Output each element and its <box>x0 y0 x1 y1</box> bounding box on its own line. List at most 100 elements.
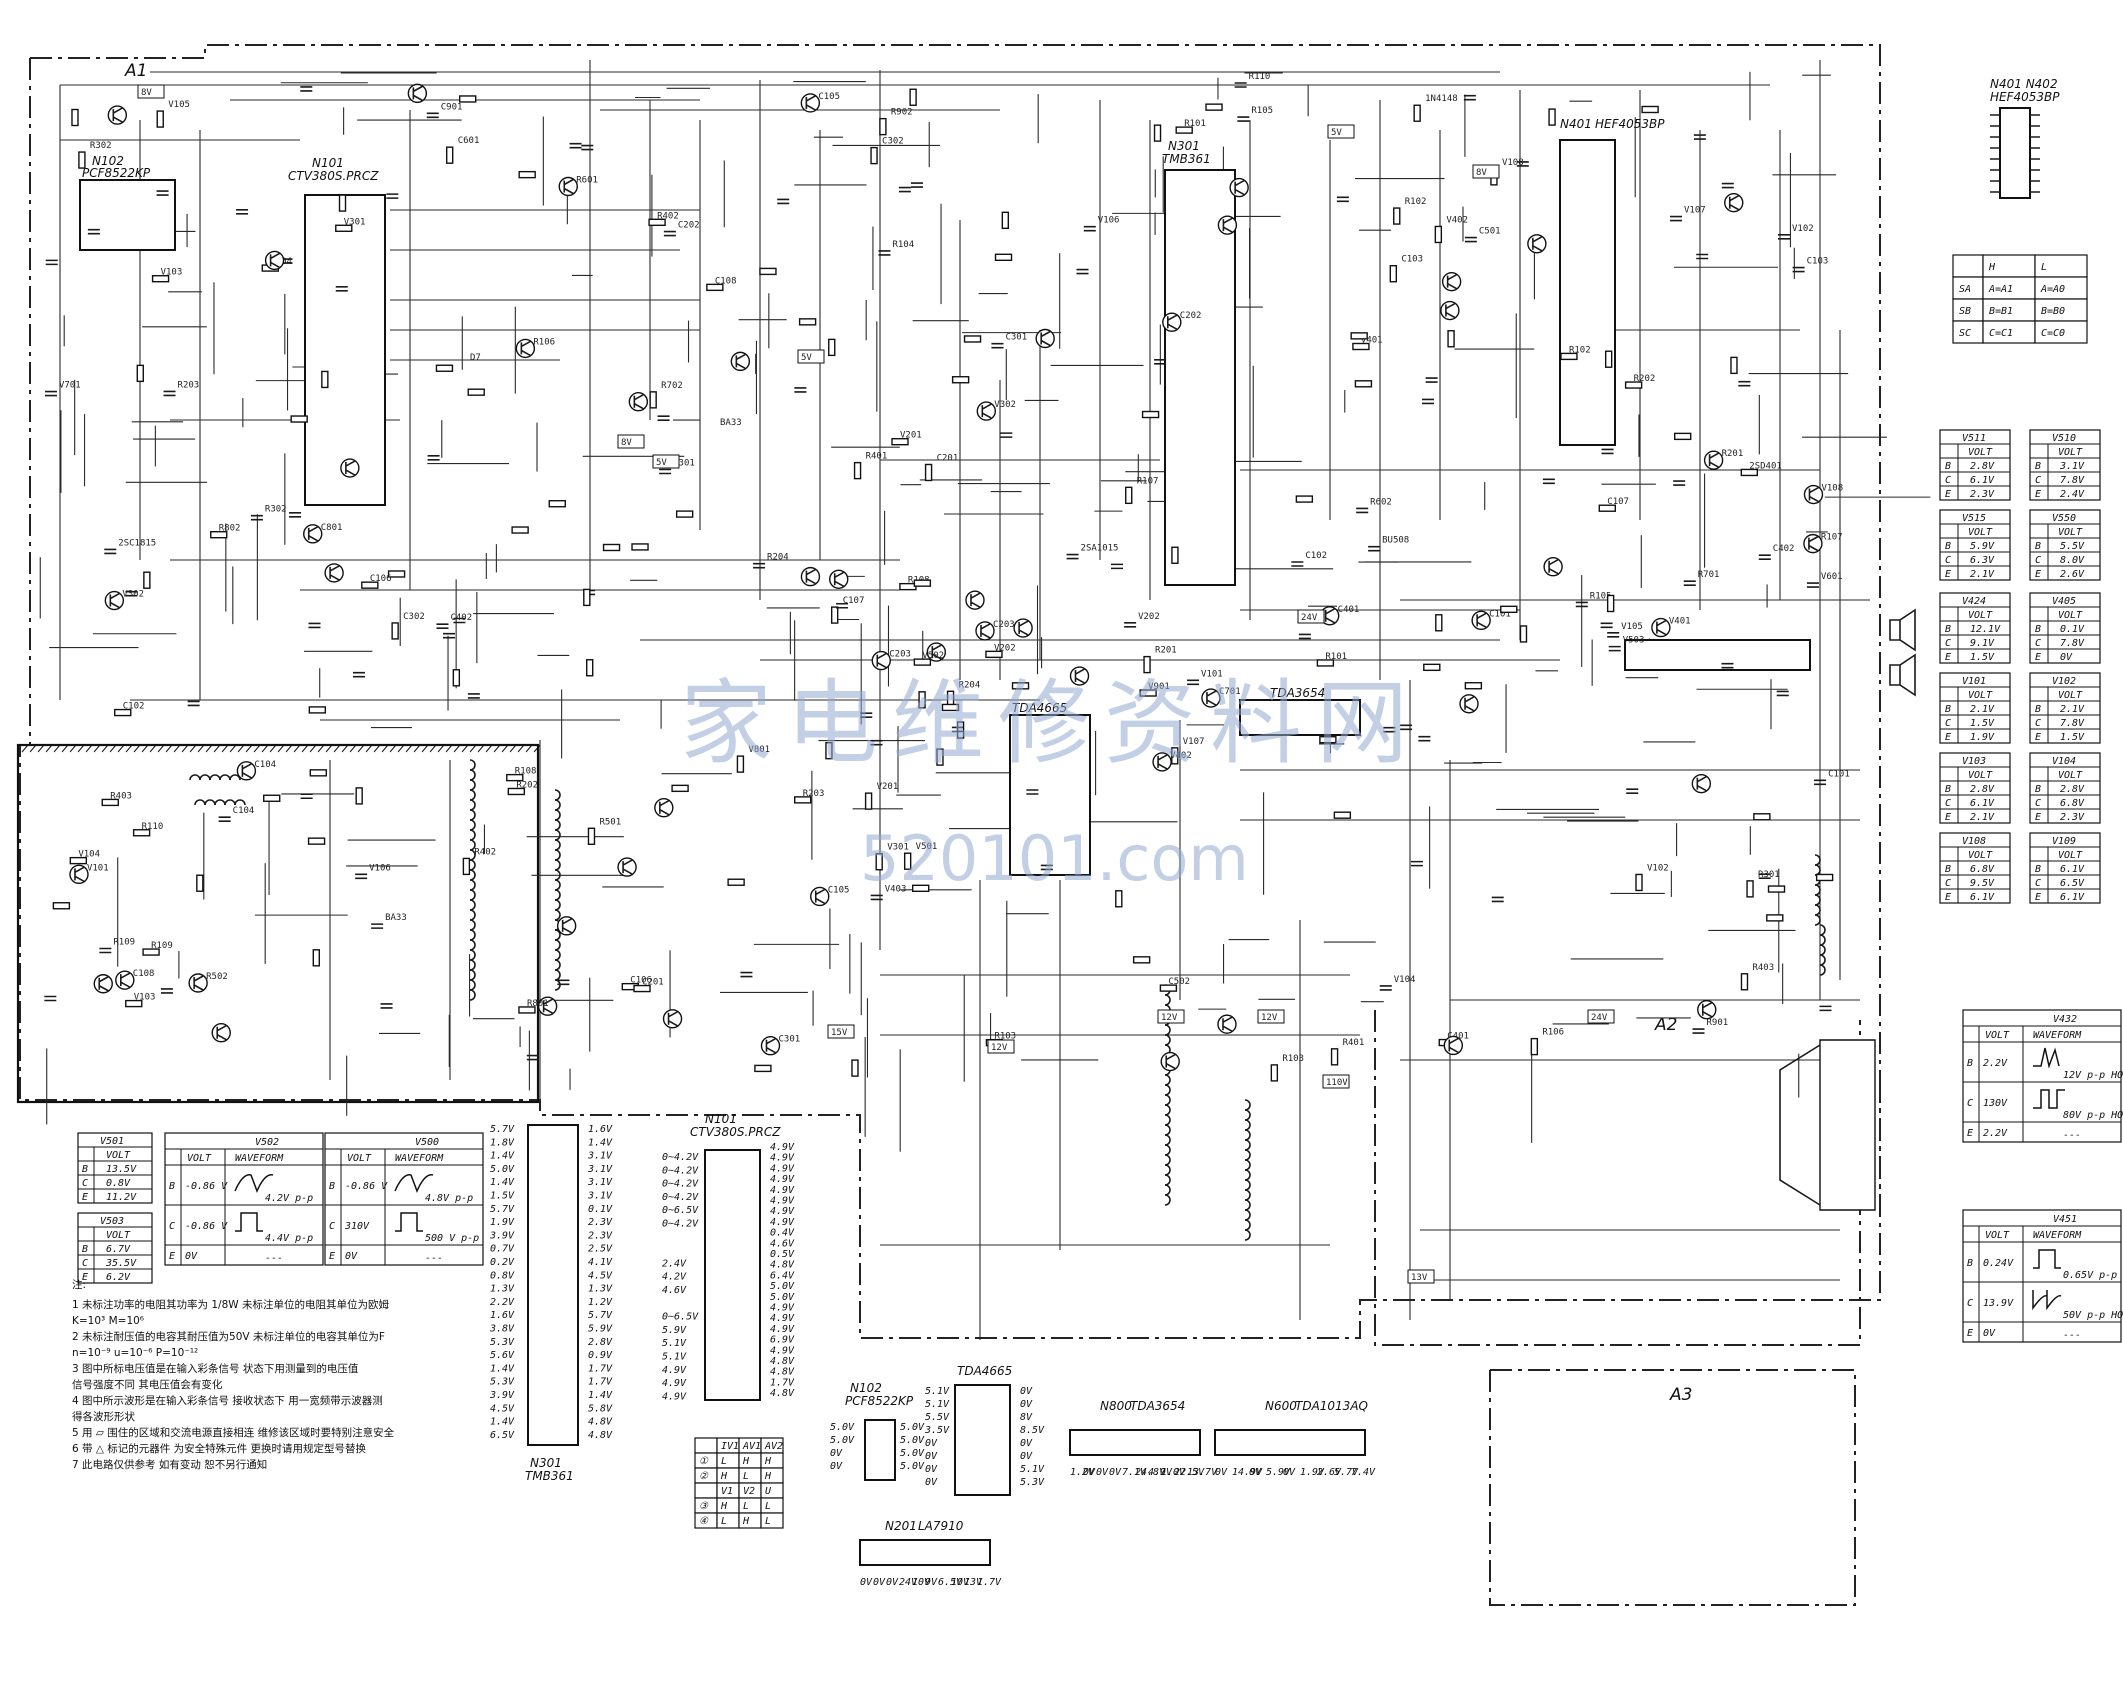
n600-pin: 0V <box>1215 1467 1228 1478</box>
pin-voltage: 1.6V <box>588 1124 613 1135</box>
pin-voltage: 1.8V <box>490 1137 515 1148</box>
component-label: R102 <box>1405 197 1427 207</box>
component-label: V302 <box>122 590 144 600</box>
table-v502-pin: C <box>169 1221 175 1232</box>
component-label: R301 <box>1758 870 1780 880</box>
n301-bottom-part: TMB361 <box>525 1469 574 1483</box>
table-v503-value: 35.5V <box>105 1258 137 1269</box>
mode-table-cell: H <box>742 1456 750 1467</box>
pin-voltage: 4.2V <box>662 1272 687 1283</box>
volt-table-pin: B <box>2035 784 2041 795</box>
component-label: V108 <box>1502 158 1524 168</box>
table-v501-pin: E <box>82 1192 88 1203</box>
volt-table-pin: B <box>2035 704 2041 715</box>
component-label: R502 <box>206 972 228 982</box>
component-label: R104 <box>892 240 914 250</box>
ic-n101-part: CTV380S.PRCZ <box>288 169 379 183</box>
select-table-cell: A=A0 <box>2040 284 2065 295</box>
volt-table-pin: B <box>1945 864 1951 875</box>
mode-table-cell: H <box>764 1471 772 1482</box>
pin-voltage: 0~6.5V <box>662 1205 699 1216</box>
component-label: R102 <box>1569 345 1591 355</box>
volt-table-value: 6.1V <box>1970 892 1995 903</box>
component-label: V402 <box>1170 751 1192 761</box>
volt-table-pin: E <box>1945 732 1951 743</box>
power-rail-label: 5V <box>1331 128 1342 138</box>
volt-table-value: 9.1V <box>1970 638 1995 649</box>
n800-pin: 13.7V <box>1187 1467 1218 1478</box>
component-label: C203 <box>889 650 911 660</box>
pin-voltage: 1.5V <box>490 1191 515 1202</box>
mode-table-cell: L <box>743 1501 749 1512</box>
volt-table-value: 0V <box>2060 652 2073 663</box>
table-v502-wave-amp: 4.4V p-p <box>265 1233 313 1244</box>
component-label: R105 <box>1590 591 1612 601</box>
pin-voltage: 1.4V <box>490 1417 515 1428</box>
volt-table-pin: C <box>2035 878 2041 889</box>
wave-v451-pin: C <box>1967 1298 1973 1309</box>
component-label: V401 <box>1669 617 1691 627</box>
component-label: R103 <box>1282 1054 1304 1064</box>
component-label: R110 <box>1249 72 1271 82</box>
n202-pin: 0V <box>925 1464 938 1475</box>
table-v500-volt-header: VOLT <box>347 1153 372 1164</box>
ic-audio-amp <box>1624 639 1811 671</box>
component-label: C104 <box>254 760 276 770</box>
volt-table-pin: E <box>1945 892 1951 903</box>
volt-table-header: VOLT <box>2058 610 2083 621</box>
wave-v451-volt: 13.9V <box>1983 1298 2014 1309</box>
n202-pin: 0V <box>1020 1386 1033 1397</box>
volt-table-pin: C <box>1945 555 1951 566</box>
area-a3-label: A3 <box>1669 1385 1692 1405</box>
ic-n101: N101 CTV380S.PRCZ <box>288 156 386 506</box>
select-table-cell: B=B1 <box>1989 306 2013 317</box>
volt-table-id: V101 <box>1962 676 1986 687</box>
volt-table-value: 2.8V <box>2060 784 2085 795</box>
volt-table-value: 1.5V <box>2060 732 2085 743</box>
component-label: C107 <box>1607 497 1629 507</box>
mode-table-cell: H <box>742 1516 750 1527</box>
select-table-cell: A=A1 <box>1988 284 2013 295</box>
mode-table-cell: V2 <box>743 1486 755 1497</box>
component-label: V202 <box>1138 612 1160 622</box>
volt-table-value: 6.1V <box>1970 475 1995 486</box>
pin-voltage: 1.4V <box>490 1177 515 1188</box>
pin-voltage: 0.9V <box>588 1350 613 1361</box>
component-label: R302 <box>265 505 287 515</box>
wave-v432-volt-header: VOLT <box>1985 1030 2010 1041</box>
volt-table-value: 6.8V <box>2060 798 2085 809</box>
pin-voltage: 0~4.2V <box>662 1152 699 1163</box>
volt-table-id: V424 <box>1962 596 1986 607</box>
pin-voltage: 2.8V <box>588 1337 613 1348</box>
note-line: 3 图中所标电压值是在输入彩条信号 状态下用测量到的电压值 <box>72 1362 359 1375</box>
wave-v432-volt: 130V <box>1983 1098 2008 1109</box>
pin-voltage: 4.6V <box>662 1285 687 1296</box>
n201-pin: 10V <box>912 1577 931 1588</box>
component-label: R902 <box>891 108 913 118</box>
component-label: V501 <box>916 842 938 852</box>
pin-voltage: 5.7V <box>490 1204 515 1215</box>
n102-pin: 5.0V <box>830 1435 855 1446</box>
component-label: C502 <box>1168 977 1190 987</box>
ic-n102-ref: N102 <box>92 154 124 168</box>
wave-v432-wave-header: WAVEFORM <box>2033 1030 2082 1041</box>
volt-table-pin: E <box>2035 812 2041 823</box>
wave-v451-wave-amp: 0.65V p-p HORIZ <box>2063 1270 2123 1281</box>
volt-table-pin: C <box>2035 638 2041 649</box>
component-label: R401 <box>1343 1038 1365 1048</box>
n800-pin: 1.0V <box>1161 1467 1186 1478</box>
speakers <box>1889 608 1916 697</box>
mode-table-cell: L <box>765 1516 771 1527</box>
wave-v451-wave-header: WAVEFORM <box>2033 1230 2082 1241</box>
volt-table-pin: C <box>1945 798 1951 809</box>
component-label: V106 <box>1098 216 1120 226</box>
volt-table-pin: C <box>2035 718 2041 729</box>
volt-table-header: VOLT <box>1968 850 1993 861</box>
volt-table-id: V102 <box>2052 676 2076 687</box>
mode-table-cell: ③ <box>699 1501 709 1512</box>
table-v501-value: 13.5V <box>106 1164 137 1175</box>
n101-bottom-part: CTV380S.PRCZ <box>690 1125 781 1139</box>
pin-voltage: 6.4V <box>770 1270 795 1281</box>
ic-n102: N102 PCF8522KP <box>79 154 176 251</box>
